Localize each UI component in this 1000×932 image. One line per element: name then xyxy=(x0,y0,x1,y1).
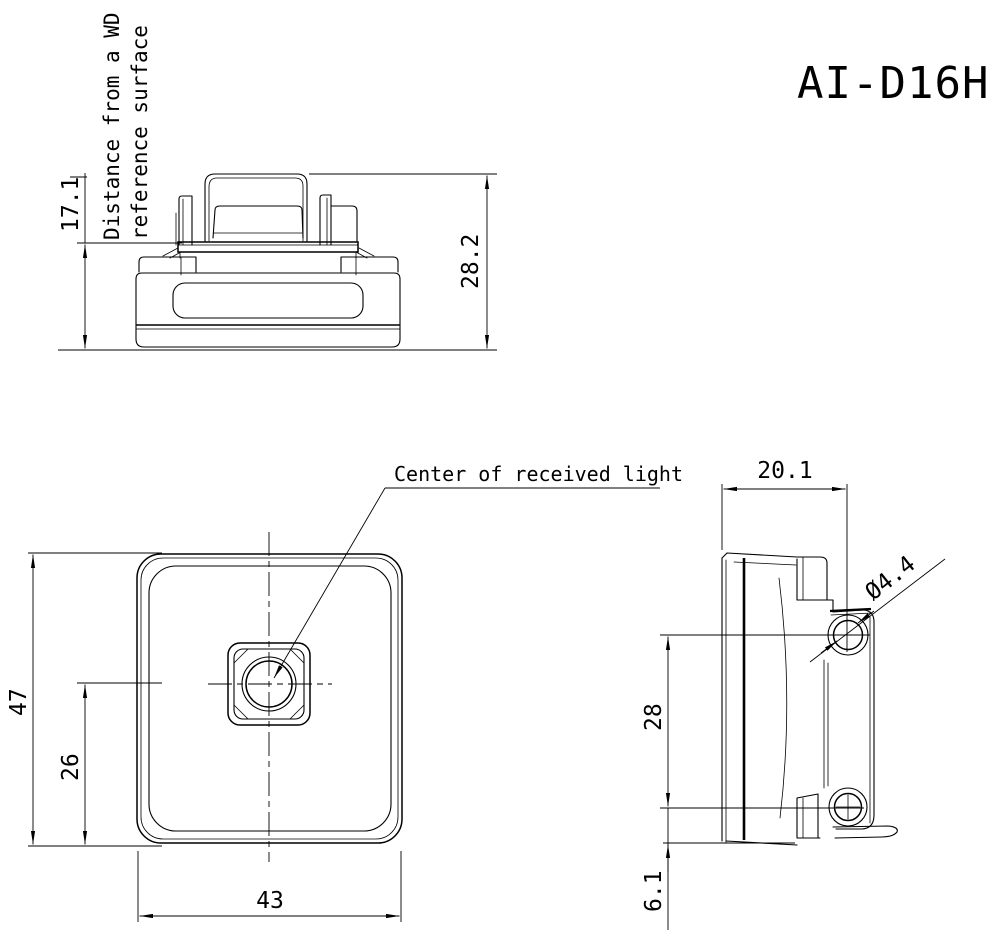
dim-17-1: 17.1 xyxy=(58,173,497,351)
dim-20-1: 20.1 xyxy=(721,458,848,652)
dim-43: 43 xyxy=(137,851,402,922)
side-top-block xyxy=(796,556,834,611)
dim-17-1-label: 17.1 xyxy=(58,177,84,232)
dim-20-1-label: 20.1 xyxy=(757,458,812,484)
dim-43-label: 43 xyxy=(256,888,284,914)
connector-dome xyxy=(204,173,308,242)
side-tabs xyxy=(175,194,358,246)
dim-26: 26 xyxy=(58,682,162,845)
wd-note-line1: Distance from a WD xyxy=(100,12,124,240)
mount-bracket xyxy=(796,607,898,839)
drawing-title: AI-D16H xyxy=(797,58,989,109)
received-light-callout: Center of received light xyxy=(273,462,683,679)
wd-note-line2: reference surface xyxy=(128,25,152,240)
dim-28-2: 28.2 xyxy=(309,173,497,349)
received-light-label: Center of received light xyxy=(394,462,683,486)
front-body xyxy=(136,553,403,844)
dim-28-2-label: 28.2 xyxy=(458,234,484,289)
dim-26-label: 26 xyxy=(58,753,84,781)
upper-body xyxy=(135,272,401,348)
body-shoulders xyxy=(138,247,399,276)
dim-28-label: 28 xyxy=(641,703,667,731)
right-side-view: 20.1 Ø4.4 28 6.1 xyxy=(641,458,946,930)
dim-47-label: 47 xyxy=(6,688,32,716)
side-body xyxy=(721,552,798,846)
dim-28: 28 xyxy=(641,634,870,809)
dim-6-1: 6.1 xyxy=(641,808,795,930)
centerlines xyxy=(208,532,332,862)
dim-6-1-label: 6.1 xyxy=(641,870,667,912)
dim-47: 47 xyxy=(6,552,162,847)
reference-plate xyxy=(177,241,359,259)
upper-side-view: 17.1 28.2 Distance from a WD reference s… xyxy=(58,12,497,351)
front-view: 47 26 43 Center of received light xyxy=(6,462,683,922)
